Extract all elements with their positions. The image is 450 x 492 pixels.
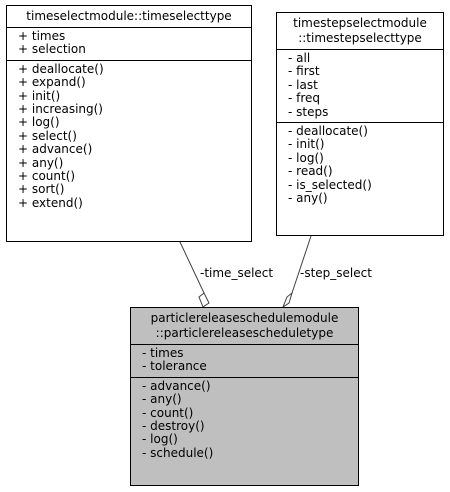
timeselect-method-row: + increasing() [18,102,103,117]
particlerelease-attribute-row: - times [142,346,184,360]
timestepselect-methods: - deallocate()- init()- log()- read()- i… [277,122,443,208]
timestepselect-method-row: - read() [288,164,333,179]
timeselect-method-row: + extend() [18,195,83,210]
timestepselect-method-row: - init() [288,137,325,152]
timeselect-method-row: + advance() [18,142,93,157]
time-select-line [179,241,205,294]
timeselect-method-row: + select() [18,128,77,143]
particlerelease-method-row: - schedule() [142,445,214,460]
timeselect-method-row: + init() [18,88,61,103]
timestepselect-method-row: - is_selected() [288,177,372,192]
particlerelease-method-row: - log() [142,432,178,447]
particlerelease-methods: - advance()- any()- count()- destroy()- … [131,376,358,463]
timestepselect-attribute-row: - first [288,64,320,79]
timeselect-class-name: timeselectmodule::timeselecttype [26,9,232,23]
particlerelease-method-row: - any() [142,392,182,407]
timestepselect-attribute-row: - all [288,51,311,65]
time-select-diamond [198,292,210,308]
timeselect-method-row: + expand() [18,75,86,90]
particlerelease-class-name: particlereleaseschedulemodule ::particle… [131,308,358,344]
timestepselect-class-box: timestepselectmodule ::timestepselecttyp… [276,12,444,236]
timestepselect-attributes: - all- first- last- freq- steps [277,49,443,122]
particlerelease-method-row: - count() [142,405,194,420]
timeselect-method-row: + any() [18,155,64,170]
timeselect-class-box: timeselectmodule::timeselecttype + times… [6,5,252,242]
timestepselect-attribute-row: - steps [288,104,329,119]
timestepselect-class-name: timestepselectmodule ::timestepselecttyp… [277,13,443,49]
timeselect-method-row: + count() [18,169,76,184]
timeselect-attribute-row: + times [18,29,66,43]
timestepselect-method-row: - log() [288,150,324,165]
step-select-line [291,235,312,294]
timestepselect-name-line2: ::timestepselecttype [298,31,422,45]
particlerelease-method-row: - advance() [142,378,211,393]
particlerelease-attributes: - times- tolerance [131,344,358,377]
timeselect-method-row: + deallocate() [18,61,104,76]
timeselect-method-row: + sort() [18,182,65,197]
timestepselect-method-row: - deallocate() [288,124,368,139]
timeselect-attribute-row: + selection [18,42,86,57]
step-select-label: -step_select [300,266,372,280]
time-select-label: -time_select [200,266,274,280]
timestepselect-method-row: - any() [288,191,328,206]
timestepselect-attribute-row: - freq [288,91,321,106]
step-select-diamond [281,291,293,309]
timeselect-methods: + deallocate()+ expand()+ init()+ increa… [7,59,251,213]
timestepselect-name-line1: timestepselectmodule [293,16,427,30]
particlerelease-class-box: particlereleaseschedulemodule ::particle… [130,307,359,486]
particlerelease-method-row: - destroy() [142,419,205,434]
timestepselect-attribute-row: - last [288,77,318,92]
particlerelease-attribute-row: - tolerance [142,359,207,374]
timeselect-method-row: + log() [18,115,60,130]
particlerelease-name-line2: ::particlereleasescheduletype [155,326,334,340]
timeselect-attributes: + times+ selection [7,27,251,60]
particlerelease-name-line1: particlereleaseschedulemodule [150,311,339,325]
